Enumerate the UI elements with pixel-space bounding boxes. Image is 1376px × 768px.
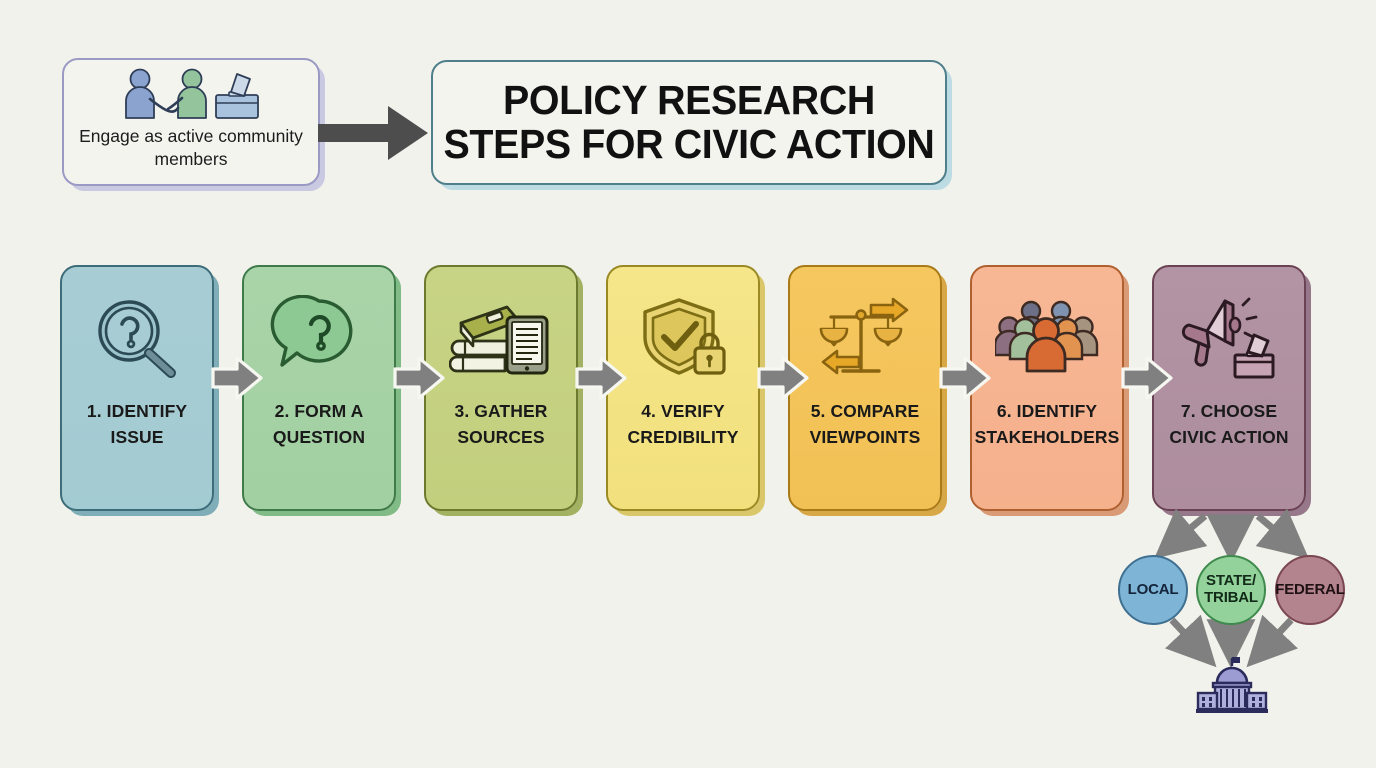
intro-box: Engage as active community members bbox=[62, 58, 320, 186]
step-card-5[interactable]: 5. COMPARE VIEWPOINTS bbox=[788, 265, 942, 511]
step-card-4-label: 4. VERIFY CREDIBILITY bbox=[627, 401, 739, 447]
step-card-2[interactable]: 2. FORM A QUESTION bbox=[242, 265, 396, 511]
handshake-and-ballot-box-icon bbox=[125, 68, 259, 119]
megaphone-ballot-icon bbox=[1181, 297, 1275, 379]
intro-text: Engage as active community members bbox=[79, 126, 303, 170]
branch-circle-state-tribal-label: STATE/ TRIBAL bbox=[1204, 572, 1258, 606]
magnifier-question-icon bbox=[98, 300, 176, 378]
branch-circle-local[interactable]: LOCAL bbox=[1118, 555, 1188, 625]
step-card-7-label: 7. CHOOSE CIVIC ACTION bbox=[1169, 401, 1289, 447]
speech-bubble-question-icon bbox=[270, 295, 353, 367]
step-card-3[interactable]: 3. GATHER SOURCES bbox=[424, 265, 578, 511]
branch-circle-state-tribal[interactable]: STATE/ TRIBAL bbox=[1196, 555, 1266, 625]
branch-circle-federal-label: FEDERAL bbox=[1275, 580, 1345, 598]
step-arrow-5-6 bbox=[939, 356, 991, 400]
step-arrow-6-7 bbox=[1121, 356, 1173, 400]
group-of-people-icon bbox=[995, 300, 1099, 373]
step-arrow-2-3 bbox=[393, 356, 445, 400]
books-tablet-icon bbox=[449, 305, 549, 375]
branch-circle-federal[interactable]: FEDERAL bbox=[1275, 555, 1345, 625]
step-card-3-label: 3. GATHER SOURCES bbox=[454, 401, 548, 447]
steps-row: 1. IDENTIFY ISSUE 2. FORM A QUESTION bbox=[0, 265, 1376, 515]
step-card-6[interactable]: 6. IDENTIFY STAKEHOLDERS bbox=[970, 265, 1124, 511]
step-arrow-3-4 bbox=[575, 356, 627, 400]
step-arrow-4-5 bbox=[757, 356, 809, 400]
step-card-4[interactable]: 4. VERIFY CREDIBILITY bbox=[606, 265, 760, 511]
step-card-1[interactable]: 1. IDENTIFY ISSUE bbox=[60, 265, 214, 511]
intro-to-title-arrow bbox=[318, 106, 428, 160]
page-title: POLICY RESEARCH STEPS FOR CIVIC ACTION bbox=[443, 77, 935, 167]
step-card-6-label: 6. IDENTIFY STAKEHOLDERS bbox=[974, 401, 1120, 447]
shield-check-lock-icon bbox=[643, 298, 726, 375]
title-box: POLICY RESEARCH STEPS FOR CIVIC ACTION bbox=[431, 60, 947, 185]
branch-circle-local-label: LOCAL bbox=[1127, 580, 1179, 598]
balance-scale-arrows-icon bbox=[819, 297, 909, 375]
step-card-2-label: 2. FORM A QUESTION bbox=[272, 401, 366, 447]
step-arrow-1-2 bbox=[211, 356, 263, 400]
capitol-building-icon bbox=[1196, 657, 1268, 713]
step-card-5-label: 5. COMPARE VIEWPOINTS bbox=[809, 401, 921, 447]
step-card-1-label: 1. IDENTIFY ISSUE bbox=[86, 401, 188, 447]
step-card-7[interactable]: 7. CHOOSE CIVIC ACTION bbox=[1152, 265, 1306, 511]
